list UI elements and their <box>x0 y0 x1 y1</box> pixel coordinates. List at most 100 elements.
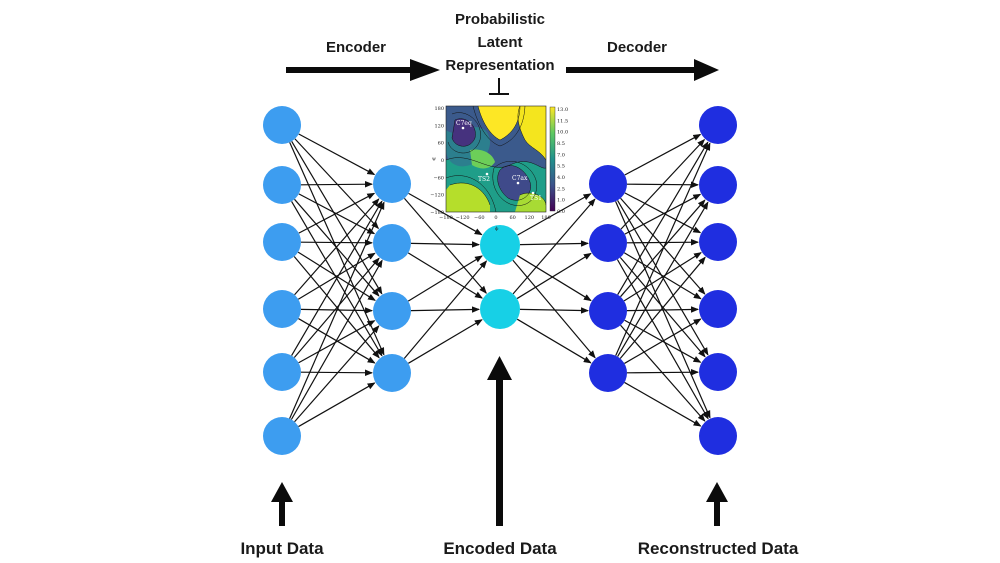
connection-edge <box>519 307 590 314</box>
connection-edge <box>624 193 702 235</box>
encoded-data-label: Encoded Data <box>443 539 557 558</box>
connection-edge <box>626 306 700 313</box>
output-node-3 <box>699 223 737 261</box>
y-tick-label: −180 <box>430 210 444 216</box>
connection-edge <box>617 201 709 357</box>
colorbar-tick-label: 7.0 <box>557 152 565 158</box>
decoder-label: Decoder <box>607 39 667 56</box>
connection-edge <box>617 141 709 295</box>
input-node-5 <box>263 353 301 391</box>
connection-edge <box>624 133 702 176</box>
x-axis-symbol: ϕ <box>495 226 499 232</box>
input-data-label: Input Data <box>240 539 324 558</box>
encoded-arrow <box>487 356 512 526</box>
decoder-arrow <box>566 59 719 81</box>
y-axis-symbol: ψ <box>432 156 436 162</box>
connection-edge <box>623 252 702 300</box>
encoder-hidden-node-3 <box>373 292 411 330</box>
output-node-5 <box>699 353 737 391</box>
connection-edge <box>615 142 711 356</box>
output-node-6 <box>699 417 737 455</box>
connection-edge <box>407 255 483 302</box>
colorbar-ticks: 13.011.510.08.57.05.54.02.51.00.0 <box>557 107 568 215</box>
input-node-6 <box>263 417 301 455</box>
connection-edge <box>300 369 374 376</box>
colorbar-tick-label: 1.0 <box>557 198 565 204</box>
input-arrow <box>271 482 293 526</box>
connection-edge <box>289 201 385 419</box>
latent-title-line1: Probabilistic <box>455 11 545 28</box>
y-tick-label: 120 <box>434 123 444 129</box>
y-tick-label: −60 <box>433 175 444 181</box>
colorbar-tick-label: 10.0 <box>557 130 568 136</box>
latent-bracket <box>489 78 509 95</box>
annotation-c7ax: C7ax <box>512 175 528 182</box>
input-node-4 <box>263 290 301 328</box>
encoder-hidden-node-2 <box>373 224 411 262</box>
colorbar-tick-label: 0.0 <box>557 209 565 215</box>
connection-edge <box>626 369 700 376</box>
connection-edge <box>294 325 380 423</box>
connection-edge <box>616 259 709 420</box>
annotation-ts1: TS1 <box>530 195 542 202</box>
connection-edge <box>516 318 592 364</box>
colorbar-tick-label: 13.0 <box>557 107 568 113</box>
connection-edge <box>519 240 590 247</box>
connection-edge <box>624 192 702 234</box>
reconstructed-arrow <box>706 482 728 526</box>
connection-edge <box>624 381 702 427</box>
input-node-2 <box>263 166 301 204</box>
output-node-4 <box>699 290 737 328</box>
x-tick-label: −120 <box>456 215 470 221</box>
connection-edge <box>403 260 488 359</box>
decoder-hidden-node-3 <box>589 292 627 330</box>
encoder-label: Encoder <box>326 39 386 56</box>
x-tick-label: 0 <box>494 215 497 221</box>
connection-edge <box>620 138 706 230</box>
connection-edge <box>512 259 596 359</box>
output-node-2 <box>699 166 737 204</box>
decoder-hidden-node-4 <box>589 354 627 392</box>
colorbar-tick-label: 8.5 <box>557 141 565 147</box>
connection-edge <box>408 319 483 364</box>
encoder-hidden-node-1 <box>373 165 411 203</box>
colorbar-tick-label: 5.5 <box>557 164 565 170</box>
connection-edge <box>297 252 376 300</box>
colorbar-tick-label: 4.0 <box>557 175 565 181</box>
colorbar <box>549 106 556 212</box>
connection-edge <box>516 252 592 300</box>
encoder-arrow <box>286 59 440 81</box>
annotation-c7eq: C7eq <box>456 120 472 127</box>
connection-edge <box>290 259 383 420</box>
annotation-ts2: TS2 <box>478 176 490 183</box>
input-node-1 <box>263 106 301 144</box>
connection-edge <box>617 200 709 356</box>
latent-title-line3: Representation <box>445 57 554 74</box>
connection-edge <box>619 256 706 359</box>
colorbar-tick-label: 11.5 <box>557 118 568 124</box>
latent-title-line2: Latent <box>478 34 523 51</box>
connection-edge <box>298 382 376 428</box>
encoder-hidden-node-4 <box>373 354 411 392</box>
connection-edge <box>408 192 483 236</box>
connection-edge <box>294 138 380 230</box>
x-tick-label: −60 <box>474 215 485 221</box>
connection-edge <box>291 141 383 295</box>
connection-edge <box>623 252 702 302</box>
connection-edge <box>516 254 592 302</box>
connection-edge <box>624 318 702 364</box>
x-tick-label: 60 <box>509 215 515 221</box>
latent-contour-plot: C7eq TS2 C7ax TS1 13.0 11.5 10.0 8.5 7.0 5.5 4… <box>430 105 568 232</box>
latent-node-2 <box>480 289 520 329</box>
network-connections <box>289 133 711 428</box>
connection-edge <box>410 241 481 248</box>
connection-edge <box>291 200 383 356</box>
connection-edge <box>300 181 374 188</box>
x-tick-label: 120 <box>525 215 535 221</box>
connection-edge <box>298 320 376 364</box>
y-tick-label: 0 <box>441 158 444 164</box>
connection-edge <box>293 257 380 358</box>
